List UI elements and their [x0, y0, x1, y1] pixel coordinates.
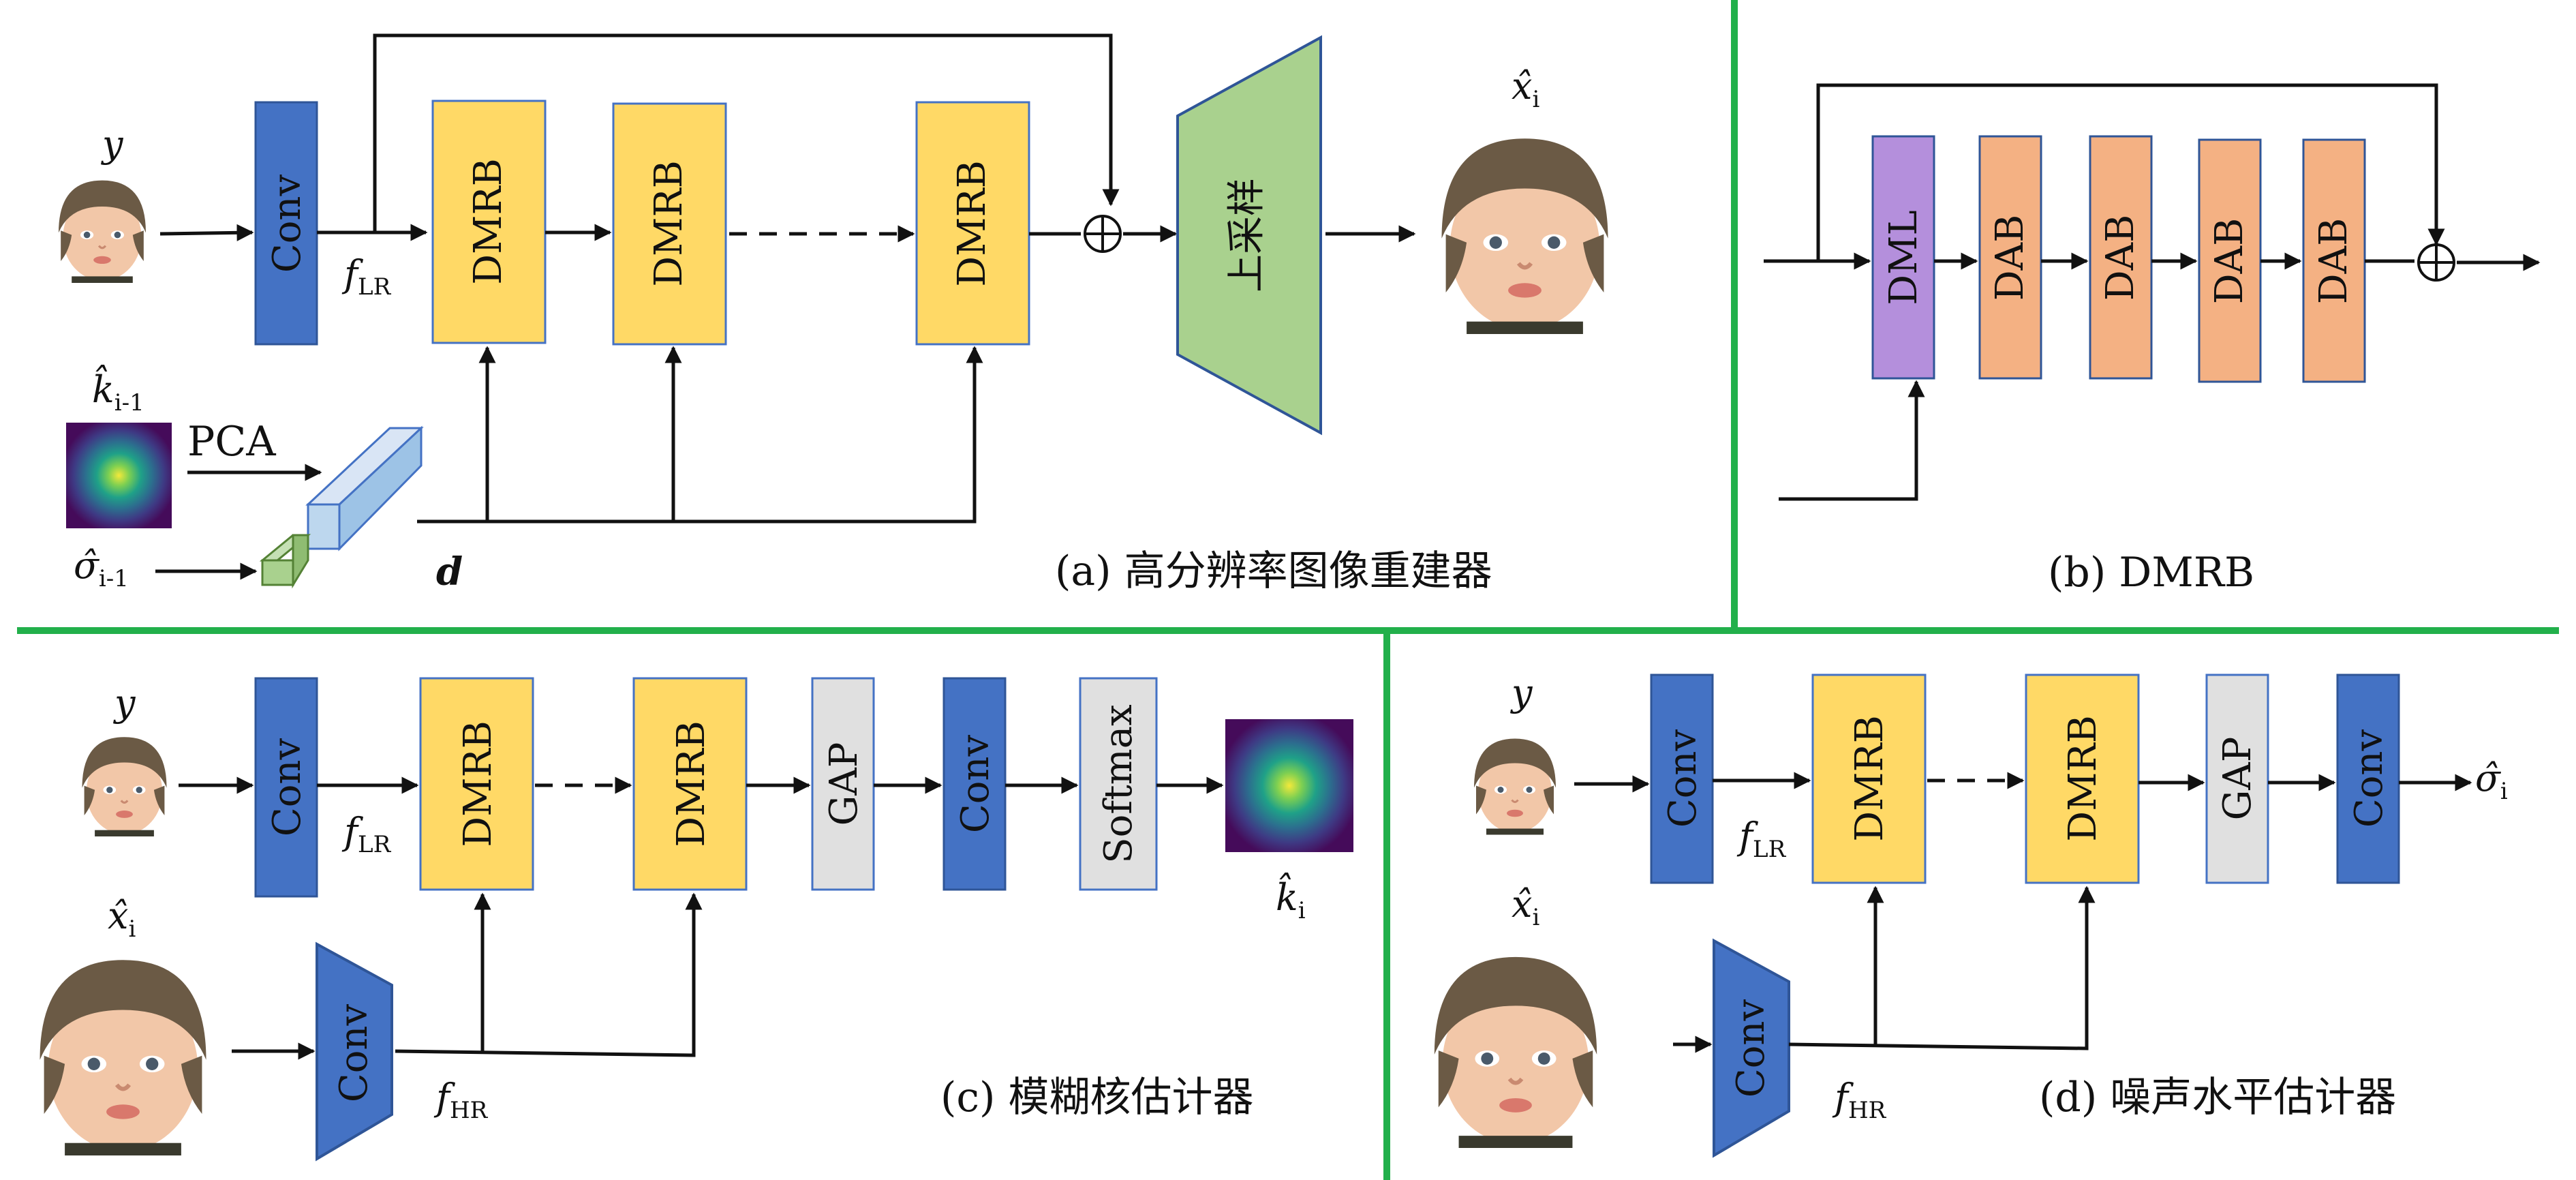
- pca-label: PCA: [187, 418, 276, 466]
- d-sigma-output-label: σ̂i: [2475, 757, 2508, 805]
- c-dmrb-label-1: DMRB: [456, 721, 500, 847]
- output-xhat-label: x̂i: [1512, 65, 1539, 113]
- dmrb-label-3: DMRB: [950, 160, 994, 287]
- dab-label-2: DAB: [2098, 215, 2143, 301]
- d-dmrb-block-1: [1811, 674, 1927, 884]
- feature-lr-label: fLR: [341, 252, 392, 301]
- c-feature-lr-label: fLR: [341, 810, 392, 858]
- panel-separators: [17, 0, 2559, 1180]
- dmrb-block-1: [431, 100, 547, 344]
- c-conv-block-2: [942, 677, 1007, 891]
- sum-icon-a: [1084, 215, 1122, 253]
- c-softmax-block: [1079, 677, 1158, 891]
- c-input-hr-image: [19, 948, 227, 1155]
- upsample-label: 上采样: [1225, 178, 1269, 292]
- d-dmrb-label-1: DMRB: [1847, 715, 1892, 842]
- degradation-d-label: d: [436, 549, 463, 594]
- d-conv-label-2: Conv: [2347, 729, 2391, 828]
- dab-label-1: DAB: [1988, 215, 2032, 301]
- c-image-xhat-label: x̂i: [108, 894, 136, 943]
- c-input-y-label: y: [113, 682, 136, 725]
- dmrb-block-2: [612, 102, 727, 346]
- sigma-prev-label: σ̂i-1: [74, 544, 129, 592]
- panel-d-noise-level-estimator: y Conv fLR DMRB DMRB GAP Conv σ̂i x̂i Co…: [1414, 671, 2508, 1158]
- dab-block-2: [2089, 135, 2153, 380]
- panel-c-blur-kernel-estimator: y Conv fLR DMRB DMRB GAP Conv Softmax k̂…: [19, 677, 1353, 1162]
- dab-block-3: [2198, 138, 2262, 383]
- kernel-prev-heatmap: [66, 423, 172, 528]
- caption-d: (d) 噪声水平估计器: [2039, 1074, 2396, 1121]
- caption-b: (b) DMRB: [2048, 549, 2254, 596]
- c-dmrb-block-1: [419, 677, 534, 891]
- sum-icon-b: [2417, 243, 2455, 282]
- c-kernel-output-label: k̂i: [1276, 872, 1306, 924]
- dmrb-label-2: DMRB: [647, 160, 691, 287]
- c-input-lr-image: [72, 731, 177, 836]
- c-conv-label-2: Conv: [953, 735, 998, 834]
- c-dmrb-label-2: DMRB: [669, 721, 714, 847]
- c-gap-label: GAP: [822, 742, 866, 826]
- dab-block-1: [1978, 135, 2042, 380]
- c-conv-block-1: [254, 677, 318, 898]
- conv-label: Conv: [265, 175, 309, 273]
- d-gap-block: [2205, 674, 2269, 884]
- d-conv-label-1: Conv: [1661, 729, 1705, 828]
- dab-label-4: DAB: [2312, 218, 2356, 305]
- d-conv-hr-label: Conv: [1729, 999, 1773, 1098]
- dmrb-label-1: DMRB: [466, 158, 510, 285]
- d-gap-label: GAP: [2215, 737, 2260, 821]
- d-conv-block-2: [2336, 674, 2400, 884]
- c-feature-hr-label: fHR: [433, 1076, 489, 1124]
- panel-a-hr-reconstructor: y Conv fLR DMRB DMRB DMRB 上采样 x̂i k̂i-1 …: [48, 33, 1629, 595]
- d-image-xhat-label: x̂i: [1512, 883, 1539, 931]
- c-dmrb-block-2: [632, 677, 748, 891]
- d-feature-hr-label: fHR: [1832, 1076, 1887, 1124]
- output-hr-image: [1421, 126, 1629, 334]
- c-kernel-output-heatmap: [1225, 719, 1353, 852]
- d-feature-lr-label: fLR: [1736, 815, 1787, 863]
- conv-block: [254, 101, 318, 346]
- c-conv-hr-label: Conv: [332, 1004, 376, 1103]
- caption-c: (c) 模糊核估计器: [940, 1074, 1254, 1121]
- upsample-block: [1176, 35, 1322, 436]
- d-input-lr-image: [1464, 731, 1566, 836]
- dml-label: DML: [1882, 210, 1926, 305]
- d-input-y-label: y: [1510, 671, 1533, 714]
- c-conv-label-1: Conv: [265, 738, 309, 837]
- c-gap-block: [811, 677, 875, 891]
- d-conv-hr-block: [1713, 938, 1790, 1158]
- feature-vector-cuboid: [259, 425, 424, 589]
- input-y-label: y: [101, 123, 124, 166]
- d-dmrb-label-2: DMRB: [2061, 715, 2105, 842]
- input-lr-image: [48, 174, 157, 283]
- dml-block: [1871, 135, 1935, 380]
- kernel-prev-label: k̂i-1: [92, 364, 144, 417]
- d-dmrb-block-2: [2025, 674, 2140, 884]
- panel-b-dmrb: DML DAB DAB DAB DAB (b) DMRB: [1764, 83, 2541, 596]
- c-softmax-label: Softmax: [1097, 704, 1141, 863]
- dab-label-3: DAB: [2207, 218, 2252, 305]
- dmrb-block-3: [915, 101, 1030, 346]
- c-conv-hr-block: [316, 941, 393, 1162]
- d-input-hr-image: [1414, 945, 1617, 1148]
- caption-a: (a) 高分辨率图像重建器: [1055, 547, 1492, 595]
